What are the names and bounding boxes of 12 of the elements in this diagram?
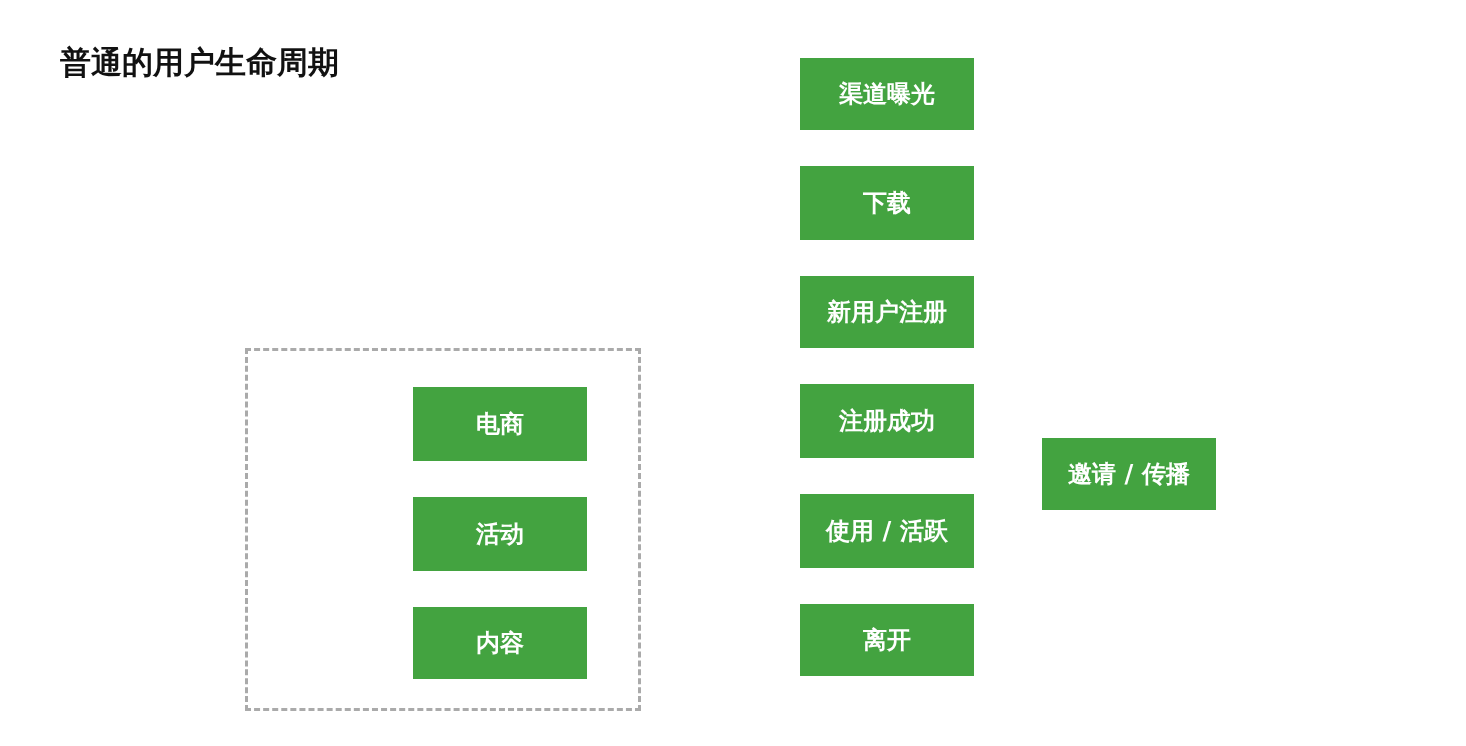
stage-box: 下载 xyxy=(800,166,974,240)
stage-box: 电商 xyxy=(413,387,587,461)
stage-box: 渠道曝光 xyxy=(800,58,974,130)
dashed-group-frame xyxy=(245,348,641,711)
title: 普通的用户生命周期 xyxy=(60,43,339,82)
stage-box: 内容 xyxy=(413,607,587,679)
stage-box: 活动 xyxy=(413,497,587,571)
stage-box: 新用户注册 xyxy=(800,276,974,348)
stage-box: 注册成功 xyxy=(800,384,974,458)
stage-box: 离开 xyxy=(800,604,974,676)
stage-box: 邀请 / 传播 xyxy=(1042,438,1216,510)
stage-box: 使用 / 活跃 xyxy=(800,494,974,568)
